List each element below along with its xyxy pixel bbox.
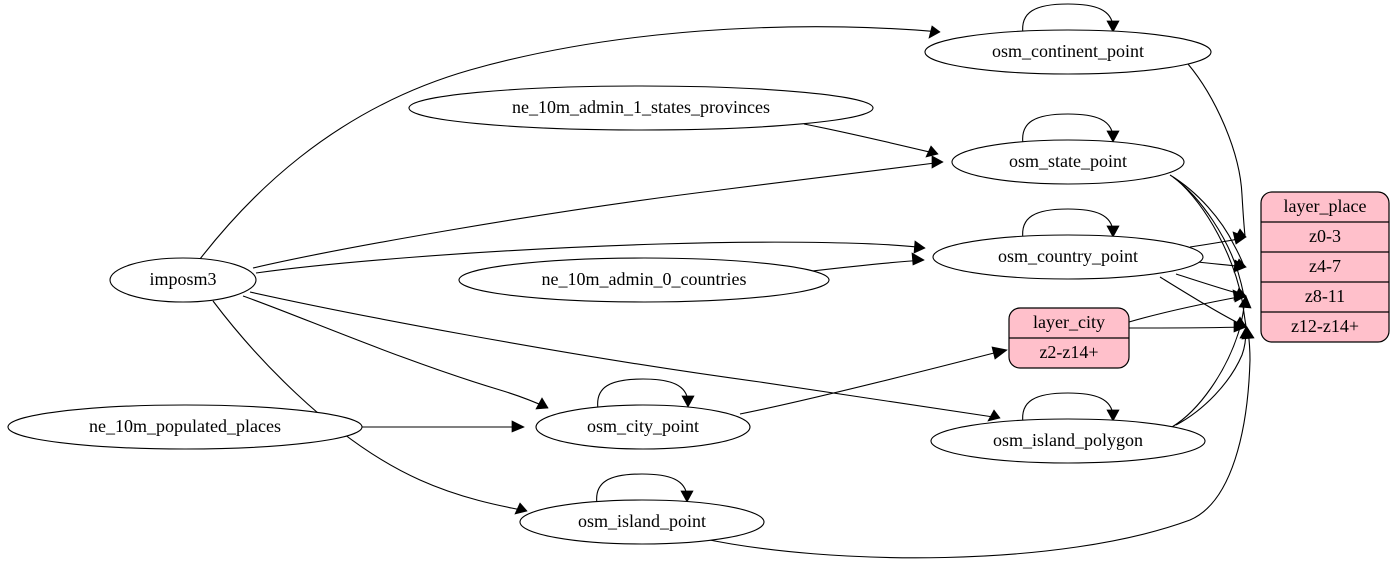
edge-ne_places-to-osm_city_point [362, 420, 525, 433]
edge-osm_city_point-to-layer_city [739, 346, 1008, 415]
node-ne_10m_admin_1_states_provinces[interactable]: ne_10m_admin_1_states_provinces [408, 85, 874, 131]
edge-imposm3-to-osm_island_polygon [249, 291, 1001, 422]
edge-imposm3-to-osm_continent_point [199, 25, 941, 260]
node-ne_10m_populated_places[interactable]: ne_10m_populated_places [7, 404, 363, 450]
self-loop-osm_state_point [1022, 113, 1120, 145]
table-header-layer_place: layer_place [1284, 196, 1367, 216]
node-osm_island_point[interactable]: osm_island_point [519, 499, 765, 545]
table-node-layer_place[interactable]: layer_place z0-3 z4-7 z8-11 z12-z14+ [1260, 191, 1390, 343]
table-row-layer_place-z0-3[interactable]: z0-3 [1309, 226, 1341, 246]
node-osm_country_point[interactable]: osm_country_point [932, 234, 1204, 280]
node-osm_state_point[interactable]: osm_state_point [951, 139, 1185, 185]
edge-imposm3-to-osm_state_point [252, 155, 944, 269]
edge-osm_island_polygon-to-layer_place-z8-11 [1171, 295, 1252, 428]
self-loop-osm_island_polygon [1022, 392, 1120, 424]
edge-imposm3-to-osm_city_point [242, 295, 549, 410]
node-label-osm_country_point: osm_country_point [998, 246, 1138, 266]
edge-osm_continent_point-to-layer_place-z0-3 [1187, 63, 1247, 241]
edge-osm_country_point-to-layer_place-z0-3 [1189, 231, 1247, 248]
self-loop-osm_country_point [1022, 208, 1120, 240]
edge-osm_island_point-to-layer_place-z12 [699, 326, 1255, 559]
node-label-ne_10m_admin_0_countries: ne_10m_admin_0_countries [542, 269, 747, 289]
edges-layer [199, 3, 1255, 559]
edge-osm_island_polygon-to-layer_place-z12 [1175, 326, 1253, 426]
nodes-layer: imposm3 ne_10m_admin_1_states_provinces … [7, 29, 1212, 545]
edge-osm_country_point-to-layer_place-z12 [1159, 276, 1247, 328]
table-row-layer_city-z2-z14[interactable]: z2-z14+ [1039, 342, 1098, 362]
node-label-osm_island_polygon: osm_island_polygon [993, 430, 1143, 450]
edge-imposm3-to-osm_island_point [212, 300, 528, 515]
node-label-imposm3: imposm3 [149, 269, 216, 289]
node-osm_continent_point[interactable]: osm_continent_point [924, 29, 1212, 75]
table-row-layer_place-z12-z14[interactable]: z12-z14+ [1291, 316, 1359, 336]
node-label-ne_10m_populated_places: ne_10m_populated_places [89, 416, 281, 436]
edge-imposm3-to-osm_country_point [255, 240, 926, 274]
table-row-layer_place-z4-7[interactable]: z4-7 [1309, 256, 1341, 276]
edge-layer_city-to-layer_place-z12 [1128, 320, 1247, 333]
node-label-osm_island_point: osm_island_point [578, 511, 706, 531]
node-label-osm_continent_point: osm_continent_point [992, 41, 1144, 61]
self-loop-osm_island_point [596, 473, 694, 505]
edge-layer_city-to-layer_place-z8-11 [1128, 289, 1247, 323]
self-loop-osm_continent_point [1022, 3, 1120, 35]
table-row-layer_place-z8-11[interactable]: z8-11 [1305, 286, 1345, 306]
node-imposm3[interactable]: imposm3 [109, 257, 257, 303]
edge-ne_states-to-osm_state_point [803, 123, 939, 158]
table-node-layer_city[interactable]: layer_city z2-z14+ [1008, 307, 1130, 369]
node-osm_city_point[interactable]: osm_city_point [535, 404, 751, 450]
self-loop-osm_city_point [597, 378, 695, 410]
node-label-ne_10m_admin_1_states_provinces: ne_10m_admin_1_states_provinces [512, 97, 770, 117]
node-label-osm_state_point: osm_state_point [1009, 151, 1127, 171]
table-header-layer_city: layer_city [1033, 312, 1105, 332]
node-osm_island_polygon[interactable]: osm_island_polygon [930, 418, 1206, 464]
node-label-osm_city_point: osm_city_point [587, 416, 699, 436]
node-ne_10m_admin_0_countries[interactable]: ne_10m_admin_0_countries [458, 257, 830, 303]
edge-ne_countries-to-osm_country_point [811, 252, 925, 272]
edge-osm_country_point-to-layer_place-z4-7 [1197, 259, 1247, 273]
